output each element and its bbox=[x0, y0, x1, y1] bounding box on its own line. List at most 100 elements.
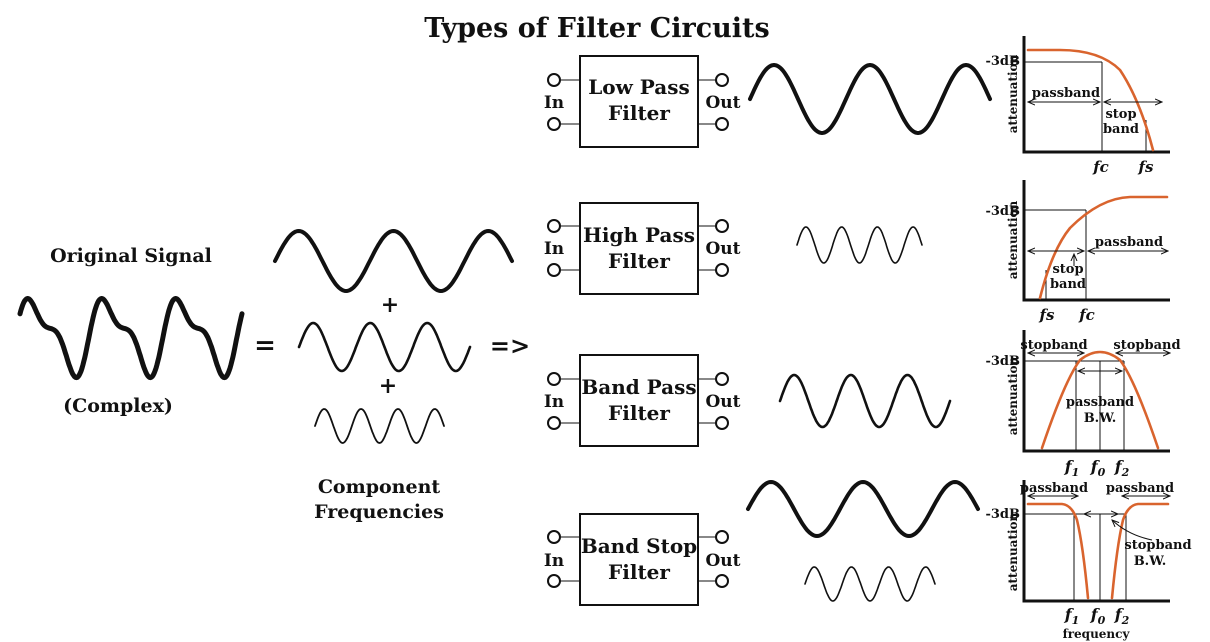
in-label: In bbox=[544, 93, 564, 113]
passband-label: passband bbox=[1066, 395, 1134, 410]
output-terminal-bottom bbox=[715, 416, 729, 430]
high-pass-output-wave bbox=[796, 226, 923, 264]
low-pass-filter-block: In Out Low Pass Filter bbox=[544, 55, 741, 148]
stopband-label: stopband bbox=[1124, 538, 1191, 553]
band-stop-response-graph: attenuation -3dB passband passband stopb… bbox=[985, 480, 1192, 641]
f1-label: f1 bbox=[1064, 605, 1080, 627]
filter-box bbox=[579, 354, 699, 447]
fs-label: fs bbox=[1039, 306, 1055, 324]
response-curve bbox=[1040, 350, 1160, 450]
output-terminal-bottom bbox=[715, 574, 729, 588]
plus-sign-2: + bbox=[379, 373, 397, 399]
high-pass-response-graph: attenuation -3dB passband stop band fs f… bbox=[985, 180, 1170, 324]
db-label: -3dB bbox=[985, 204, 1020, 219]
band-stop-output-wave-high bbox=[804, 566, 936, 602]
filter-name-line2: Filter bbox=[608, 101, 670, 125]
db-label: -3dB bbox=[985, 507, 1020, 522]
passband-right-label: passband bbox=[1106, 481, 1174, 496]
passband-label: passband bbox=[1032, 86, 1100, 101]
component-wave-high bbox=[314, 408, 445, 444]
response-curve bbox=[1038, 195, 1169, 300]
y-axis-label: attenuation bbox=[1006, 54, 1020, 133]
input-terminal-bottom bbox=[547, 574, 561, 588]
response-curve bbox=[1026, 502, 1170, 600]
y-axis-label: attenuation bbox=[1006, 356, 1020, 435]
stopband-label-1: stop bbox=[1052, 262, 1083, 277]
stopband-label-1: stop bbox=[1105, 107, 1136, 122]
low-pass-response-graph: attenuation -3dB passband stop band fc f… bbox=[985, 36, 1170, 176]
y-axis-label: attenuation bbox=[1006, 200, 1020, 279]
output-terminal-bottom bbox=[715, 117, 729, 131]
output-terminal-top bbox=[715, 73, 729, 87]
input-terminal-top bbox=[547, 73, 561, 87]
fc-label: fc bbox=[1078, 306, 1095, 324]
output-terminal-top bbox=[715, 530, 729, 544]
f1-label: f1 bbox=[1064, 457, 1080, 479]
filter-box bbox=[579, 55, 699, 148]
input-terminal-bottom bbox=[547, 416, 561, 430]
implies-arrow: => bbox=[490, 331, 530, 360]
out-label: Out bbox=[705, 239, 740, 259]
filter-name-line1: Low Pass bbox=[588, 75, 690, 99]
stopband-label-2: band bbox=[1103, 122, 1139, 137]
y-axis-label: attenuation bbox=[1006, 512, 1020, 591]
filter-name-line1: High Pass bbox=[583, 223, 695, 247]
filter-name-line1: Band Stop bbox=[581, 534, 697, 558]
out-label: Out bbox=[705, 392, 740, 412]
low-pass-output-wave bbox=[748, 63, 992, 135]
band-stop-output-wave-low bbox=[746, 480, 980, 538]
band-pass-filter-block: In Out Band Pass Filter bbox=[544, 354, 741, 447]
input-terminal-top bbox=[547, 372, 561, 386]
f0-label: f0 bbox=[1090, 605, 1106, 627]
filter-name-line1: Band Pass bbox=[581, 375, 696, 399]
fs-label: fs bbox=[1138, 158, 1154, 176]
graph-axes bbox=[1022, 180, 1170, 302]
stopband-label-2: band bbox=[1050, 277, 1086, 292]
db-label: -3dB bbox=[985, 354, 1020, 369]
passband-label: passband bbox=[1095, 235, 1163, 250]
filter-box bbox=[579, 513, 699, 606]
in-label: In bbox=[544, 239, 564, 259]
output-terminal-bottom bbox=[715, 263, 729, 277]
band-pass-output-wave bbox=[778, 373, 952, 429]
plus-sign-1: + bbox=[381, 292, 399, 318]
input-terminal-top bbox=[547, 219, 561, 233]
passband-left-label: passband bbox=[1020, 481, 1088, 496]
complex-signal-wave bbox=[17, 296, 245, 381]
band-stop-filter-block: In Out Band Stop Filter bbox=[544, 513, 741, 606]
bandwidth-label: B.W. bbox=[1134, 554, 1167, 569]
high-pass-filter-block: In Out High Pass Filter bbox=[544, 202, 741, 295]
input-terminal-bottom bbox=[547, 117, 561, 131]
f2-label: f2 bbox=[1114, 605, 1130, 627]
band-pass-response-graph: attenuation -3dB stopband stopband passb… bbox=[985, 330, 1181, 479]
component-wave-low bbox=[273, 229, 514, 293]
in-label: In bbox=[544, 392, 564, 412]
out-label: Out bbox=[705, 551, 740, 571]
input-terminal-bottom bbox=[547, 263, 561, 277]
x-axis-label: frequency bbox=[1063, 627, 1131, 641]
filter-box bbox=[579, 202, 699, 295]
graph-axes bbox=[1022, 36, 1170, 154]
component-label-line1: Component bbox=[318, 476, 441, 498]
response-curve bbox=[1026, 48, 1155, 152]
original-signal-label: Original Signal bbox=[50, 245, 212, 267]
out-label: Out bbox=[705, 93, 740, 113]
stopband-left-label: stopband bbox=[1020, 338, 1087, 353]
output-terminal-top bbox=[715, 372, 729, 386]
fc-label: fc bbox=[1092, 158, 1109, 176]
component-wave-mid bbox=[297, 321, 472, 373]
filter-name-line2: Filter bbox=[608, 249, 670, 273]
stopband-right-label: stopband bbox=[1113, 338, 1180, 353]
db-label: -3dB bbox=[985, 54, 1020, 69]
graph-axes bbox=[1022, 480, 1170, 603]
in-label: In bbox=[544, 551, 564, 571]
equals-sign: = bbox=[254, 331, 276, 361]
f0-label: f0 bbox=[1090, 457, 1106, 479]
graph-axes bbox=[1022, 330, 1170, 453]
output-terminal-top bbox=[715, 219, 729, 233]
input-terminal-top bbox=[547, 530, 561, 544]
filter-name-line2: Filter bbox=[608, 560, 670, 584]
filter-name-line2: Filter bbox=[608, 401, 670, 425]
diagram-title: Types of Filter Circuits bbox=[424, 13, 769, 44]
